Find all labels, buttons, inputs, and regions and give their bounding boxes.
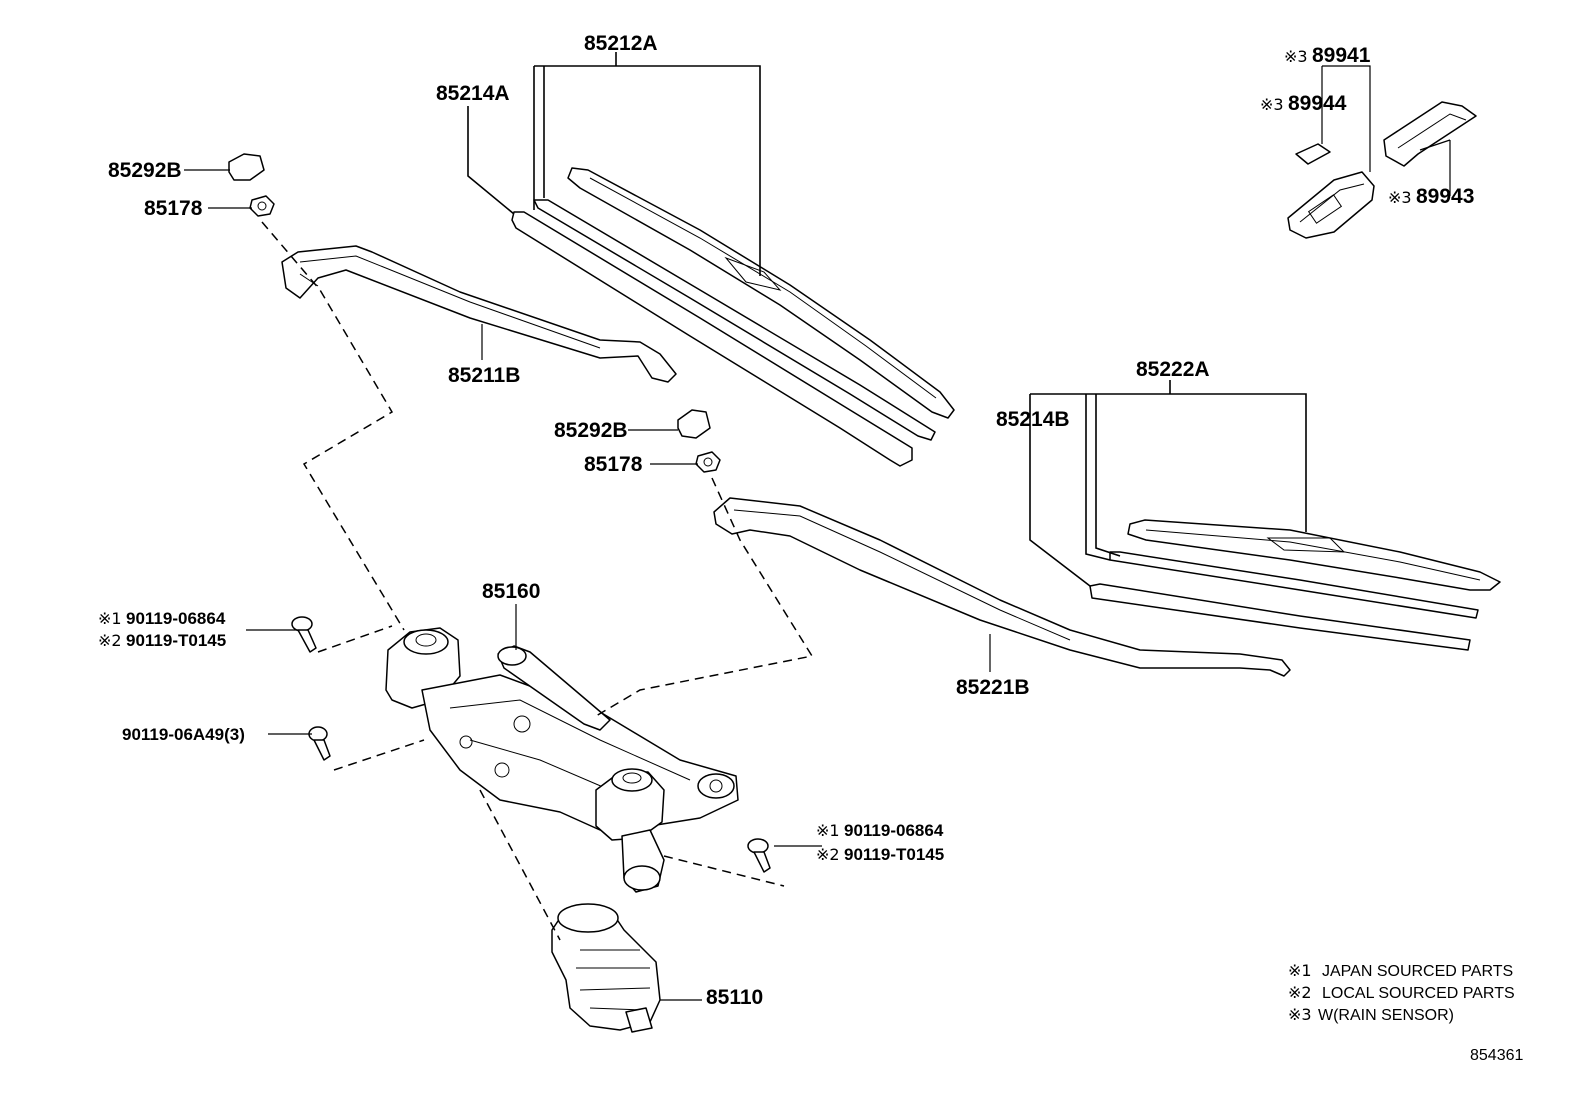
label-85292B-left: 85292B [108, 159, 182, 182]
right-wiper-arm [713, 497, 1291, 677]
label-85110: 85110 [706, 986, 763, 1009]
rain-sensor-pad [1295, 143, 1331, 165]
wiper-motor [551, 903, 661, 1033]
right-wiper-blade [1089, 519, 1501, 651]
wiper-link-assembly [385, 627, 739, 893]
left-pivot-cap [228, 153, 265, 181]
bolt-lower-right [747, 838, 771, 873]
mark-2-bolt-lower: ※2 [816, 845, 840, 864]
label-85221B: 85221B [956, 676, 1030, 699]
label-bolt-upper-T0145: 90119-T0145 [126, 631, 226, 650]
right-pivot-cap [677, 409, 711, 439]
bolt-upper-left [291, 616, 317, 653]
left-pivot-nut [249, 195, 275, 217]
mark-2-bolt-upper: ※2 [98, 631, 122, 650]
legend-line-3: W(RAIN SENSOR) [1318, 1007, 1454, 1024]
label-85212A: 85212A [584, 32, 658, 55]
rain-sensor-unit [1287, 171, 1375, 239]
label-85178-left: 85178 [144, 197, 203, 220]
legend-line-2: LOCAL SOURCED PARTS [1322, 985, 1515, 1002]
legend-mark-2: ※2 [1288, 983, 1312, 1002]
mark-1-bolt-lower: ※1 [816, 821, 840, 840]
label-85214A: 85214A [436, 82, 510, 105]
label-85160: 85160 [482, 580, 540, 603]
label-85292B-right: 85292B [554, 419, 628, 442]
label-85211B: 85211B [448, 364, 520, 387]
left-wiper-arm [281, 245, 677, 383]
mark-3-89943: ※3 [1388, 188, 1412, 207]
label-85222A: 85222A [1136, 358, 1210, 381]
legend-mark-1: ※1 [1288, 961, 1312, 980]
bolt-06A49 [308, 726, 331, 761]
legend: ※1 JAPAN SOURCED PARTS ※2 LOCAL SOURCED … [1288, 961, 1515, 1024]
left-wiper-blade [511, 167, 955, 467]
legend-mark-3: ※3 [1288, 1005, 1312, 1024]
mark-1-bolt-upper: ※1 [98, 609, 122, 628]
mark-3-89944: ※3 [1260, 95, 1284, 114]
label-bolt-lower-T0145: 90119-T0145 [844, 845, 944, 864]
figure-id: 854361 [1470, 1047, 1523, 1064]
right-pivot-nut [695, 451, 721, 473]
label-bolt-lower-06864: 90119-06864 [844, 821, 944, 840]
legend-line-1: JAPAN SOURCED PARTS [1322, 963, 1513, 980]
label-89941: 89941 [1312, 44, 1371, 67]
rain-sensor-cover [1383, 101, 1477, 167]
label-89944: 89944 [1288, 92, 1347, 115]
label-85178-right: 85178 [584, 453, 643, 476]
label-bolt-upper-06864: 90119-06864 [126, 609, 226, 628]
mark-3-89941: ※3 [1284, 47, 1308, 66]
label-89943: 89943 [1416, 185, 1474, 208]
label-06A49: 90119-06A49(3) [122, 725, 245, 744]
label-85214B: 85214B [996, 408, 1070, 431]
